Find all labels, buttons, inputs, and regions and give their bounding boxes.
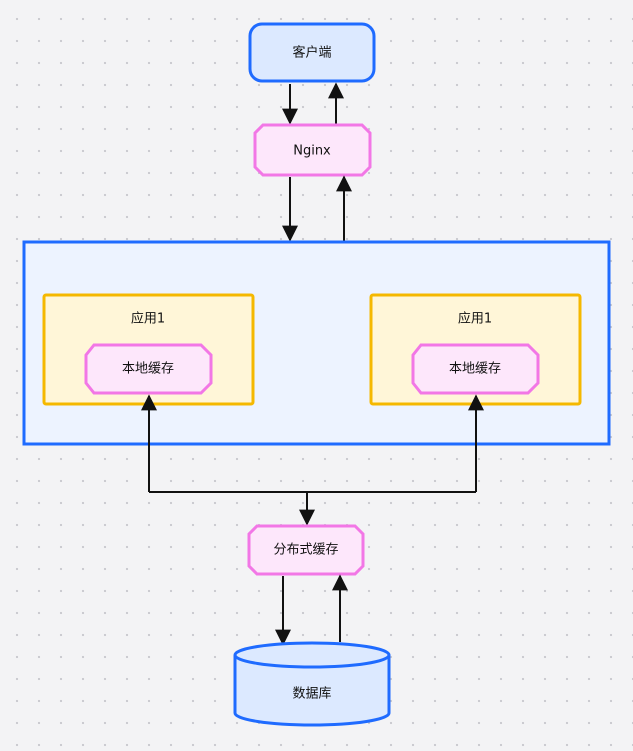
distributed-cache-node: 分布式缓存	[247, 524, 365, 576]
client-label: 客户端	[292, 45, 331, 61]
app-right-title: 应用1	[458, 311, 492, 327]
database-node: 数据库	[233, 641, 391, 727]
nginx-node: Nginx	[253, 123, 372, 177]
app-left-title: 应用1	[131, 311, 165, 327]
app-left: 应用1 本地缓存	[42, 293, 255, 406]
client-node: 客户端	[248, 22, 376, 83]
nginx-label: Nginx	[293, 144, 331, 159]
app-right-local-cache: 本地缓存	[411, 343, 540, 395]
app-right-cache-label: 本地缓存	[449, 362, 501, 377]
app-left-cache-label: 本地缓存	[122, 362, 174, 377]
app-right: 应用1 本地缓存	[369, 293, 582, 406]
distributed-cache-label: 分布式缓存	[273, 543, 338, 558]
app-left-local-cache: 本地缓存	[84, 343, 213, 395]
database-label: 数据库	[292, 686, 331, 702]
